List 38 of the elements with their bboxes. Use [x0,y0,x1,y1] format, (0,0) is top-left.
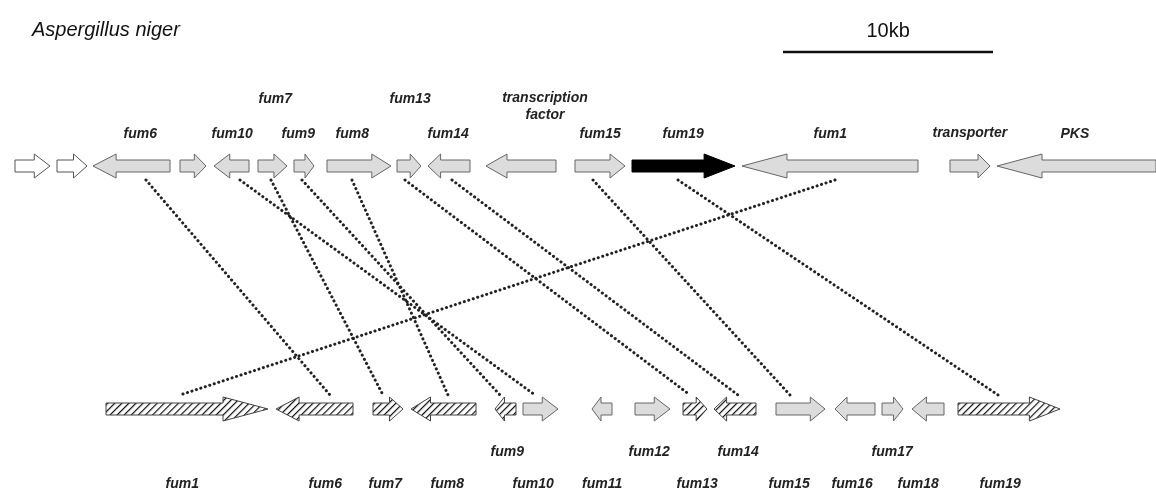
gene-label: fum6 [123,124,157,142]
gene-label: fum13 [676,474,718,492]
gene-label: fum9 [281,124,315,142]
gene-label: fum19 [662,124,704,142]
gene-label: fum15 [768,474,810,492]
gene-label: fum16 [831,474,873,492]
gene-label: fum7 [368,474,402,492]
gene-label: fum8 [430,474,464,492]
gene-label: fum14 [427,124,469,142]
gene-label: fum12 [628,442,670,460]
scale-label: 10kb [866,18,910,42]
gene-label: fum10 [512,474,554,492]
dotted-connector [269,178,385,397]
gene-label: fum15 [579,124,621,142]
gene-label: fum14 [717,442,759,460]
gene-label: fum8 [335,124,369,142]
gene-label: fum1 [165,474,199,492]
dotted-connector [350,178,450,397]
gene-label: PKS [1060,124,1090,142]
gene-label: fum6 [308,474,342,492]
dotted-connector [591,178,792,397]
gene-label: fum18 [897,474,939,492]
dotted-connector [238,178,537,397]
gene-label: fum11 [582,474,623,492]
gene-label: fum13 [389,89,431,107]
dotted-connector [144,178,332,397]
dotted-connector [300,178,502,397]
gene-label: fum17 [871,442,913,460]
dotted-connector [178,178,837,397]
gene-label: fum1 [813,124,847,142]
title: Aspergillus niger [32,18,180,41]
gene-label: transporter [932,123,1008,141]
gene-label: fum7 [258,89,292,107]
gene-label: fum10 [211,124,253,142]
dotted-connector [450,178,740,397]
gene-label: fum19 [979,474,1021,492]
gene-label: fum9 [490,442,524,460]
dotted-connector [676,178,1000,397]
